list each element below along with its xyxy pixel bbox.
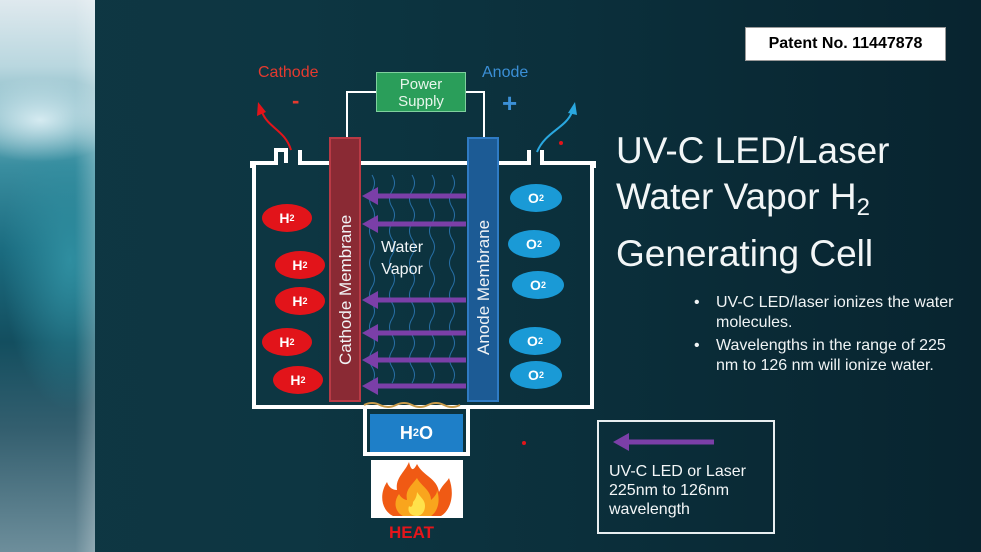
bullet-list: UV-C LED/laser ionizes the water molecul… bbox=[690, 293, 960, 379]
heat-label: HEAT bbox=[389, 523, 435, 542]
anode-membrane-label: Anode Membrane bbox=[474, 219, 493, 355]
plus-sign: + bbox=[502, 88, 518, 118]
anode-membrane bbox=[467, 137, 499, 402]
ocean-wave-image bbox=[0, 0, 95, 552]
flame-icon bbox=[371, 460, 463, 518]
bullet-item: UV-C LED/laser ionizes the water molecul… bbox=[690, 293, 960, 333]
title-line-1: UV-C LED/Laser bbox=[616, 130, 890, 171]
water-vapor-label: Water Vapor bbox=[381, 239, 424, 278]
power-supply: Power Supply bbox=[376, 72, 466, 112]
patent-number: Patent No. 11447878 bbox=[745, 27, 946, 61]
legend-box: UV-C LED or Laser 225nm to 126nm wavelen… bbox=[597, 420, 775, 534]
bullet-item: Wavelengths in the range of 225 nm to 12… bbox=[690, 336, 960, 376]
anode-label: Anode bbox=[482, 64, 529, 81]
cathode-membrane-label: Cathode Membrane bbox=[336, 214, 355, 365]
legend-arrow-icon bbox=[613, 433, 714, 451]
minus-sign: - bbox=[292, 88, 300, 113]
title-line-2: Water Vapor H2 bbox=[616, 176, 870, 221]
title-line-3: Generating Cell bbox=[616, 233, 874, 274]
cathode-label: Cathode bbox=[258, 64, 319, 81]
legend-text: UV-C LED or Laser 225nm to 126nm wavelen… bbox=[609, 463, 746, 518]
cathode-membrane bbox=[329, 137, 361, 402]
water-basin bbox=[363, 406, 470, 456]
slide-title: UV-C LED/Laser Water Vapor H2 Generating… bbox=[616, 128, 966, 277]
